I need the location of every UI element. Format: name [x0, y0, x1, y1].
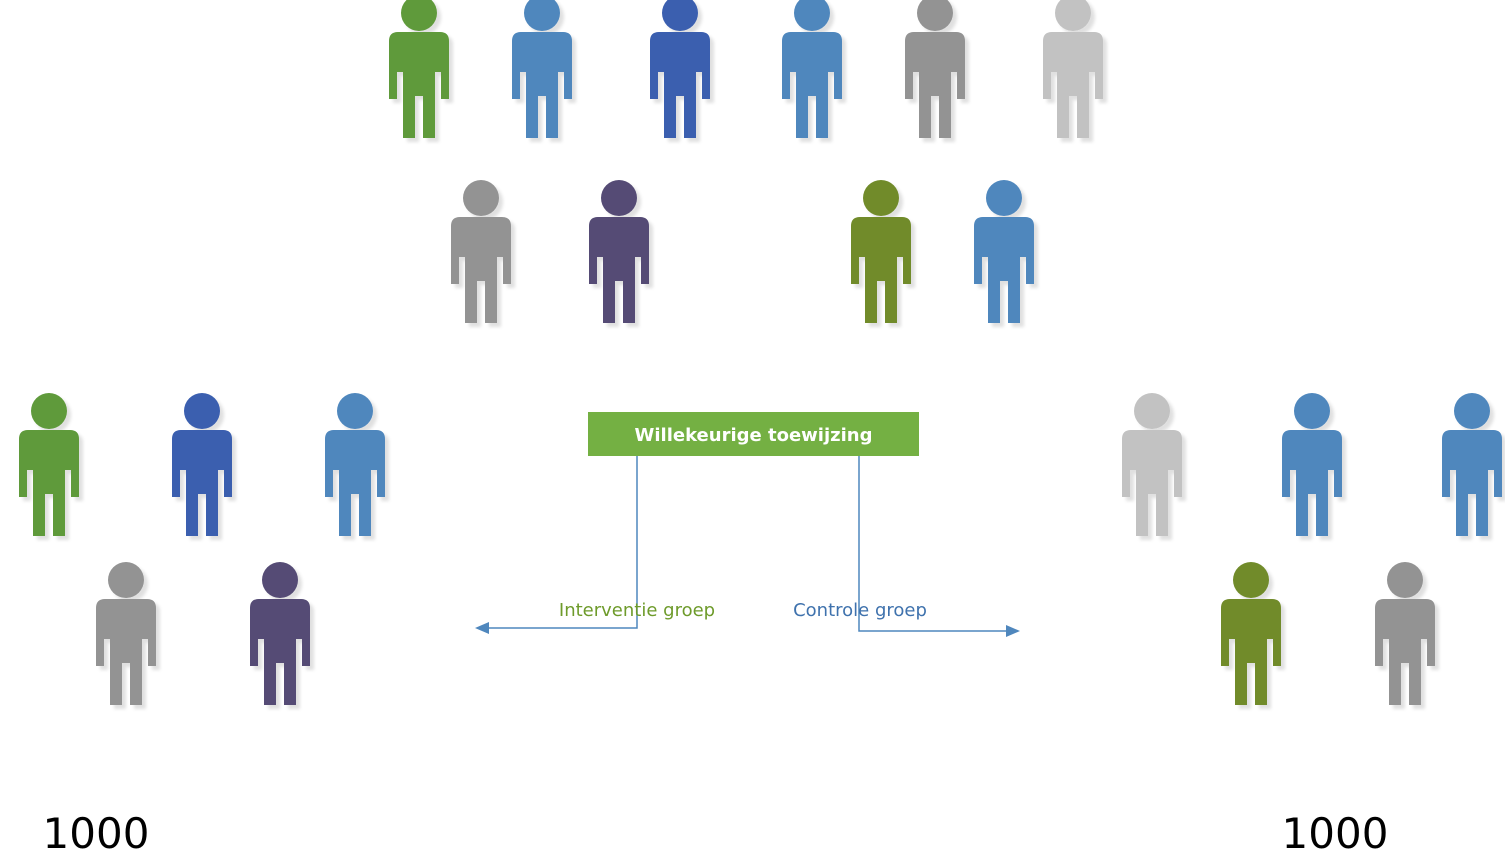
person-body: [1282, 430, 1342, 536]
person-head: [337, 393, 373, 429]
person-head: [108, 562, 144, 598]
intervention-person-icon-1: [19, 393, 79, 536]
source-person-icon-1: [389, 0, 449, 138]
person-head: [1454, 393, 1490, 429]
person-body: [250, 599, 310, 705]
person-head: [524, 0, 560, 31]
control-person-icon-1: [1122, 393, 1182, 536]
person-head: [662, 0, 698, 31]
person-head: [184, 393, 220, 429]
person-head: [794, 0, 830, 31]
source-population: [389, 0, 1103, 323]
control-connector: [858, 456, 1020, 637]
source-person-icon-4: [782, 0, 842, 138]
person-head: [1134, 393, 1170, 429]
control-person-icon-4: [1221, 562, 1281, 705]
person-head: [1055, 0, 1091, 31]
source-person-icon-8: [589, 180, 649, 323]
random-assignment-background: [588, 412, 919, 456]
person-head: [601, 180, 637, 216]
person-head: [917, 0, 953, 31]
control-person-icon-2: [1282, 393, 1342, 536]
person-head: [463, 180, 499, 216]
person-body: [172, 430, 232, 536]
intervention-count: 1000: [43, 809, 150, 854]
person-head: [262, 562, 298, 598]
source-person-icon-6: [1043, 0, 1103, 138]
person-head: [401, 0, 437, 31]
intervention-connector: [475, 456, 638, 634]
person-body: [1375, 599, 1435, 705]
control-person-icon-3: [1442, 393, 1502, 536]
control-group-label: Controle groep: [793, 600, 927, 621]
person-body: [974, 217, 1034, 323]
intervention-group-label: Interventie groep: [559, 600, 715, 621]
person-body: [451, 217, 511, 323]
source-person-icon-2: [512, 0, 572, 138]
person-body: [905, 32, 965, 138]
person-body: [650, 32, 710, 138]
person-head: [1233, 562, 1269, 598]
intervention-arrow-head: [475, 622, 489, 634]
control-count: 1000: [1282, 809, 1389, 854]
random-assignment-box: Willekeurige toewijzing: [588, 412, 919, 456]
person-body: [96, 599, 156, 705]
source-person-icon-10: [974, 180, 1034, 323]
person-body: [19, 430, 79, 536]
intervention-person-icon-3: [325, 393, 385, 536]
control-group-people: [1122, 393, 1502, 705]
person-head: [1387, 562, 1423, 598]
intervention-person-icon-2: [172, 393, 232, 536]
person-head: [1294, 393, 1330, 429]
person-body: [1221, 599, 1281, 705]
person-body: [325, 430, 385, 536]
control-arrow-head: [1006, 625, 1020, 637]
intervention-connector-line: [488, 456, 638, 629]
person-body: [389, 32, 449, 138]
control-person-icon-5: [1375, 562, 1435, 705]
person-body: [1442, 430, 1502, 536]
intervention-person-icon-4: [96, 562, 156, 705]
person-body: [589, 217, 649, 323]
intervention-person-icon-5: [250, 562, 310, 705]
control-connector-line: [858, 456, 1006, 632]
person-head: [31, 393, 67, 429]
person-body: [1043, 32, 1103, 138]
person-head: [863, 180, 899, 216]
source-person-icon-5: [905, 0, 965, 138]
random-assignment-label: Willekeurige toewijzing: [635, 425, 873, 446]
source-person-icon-7: [451, 180, 511, 323]
person-body: [512, 32, 572, 138]
intervention-group-people: [19, 393, 385, 705]
person-body: [782, 32, 842, 138]
source-person-icon-9: [851, 180, 911, 323]
person-body: [1122, 430, 1182, 536]
person-head: [986, 180, 1022, 216]
source-person-icon-3: [650, 0, 710, 138]
person-body: [851, 217, 911, 323]
